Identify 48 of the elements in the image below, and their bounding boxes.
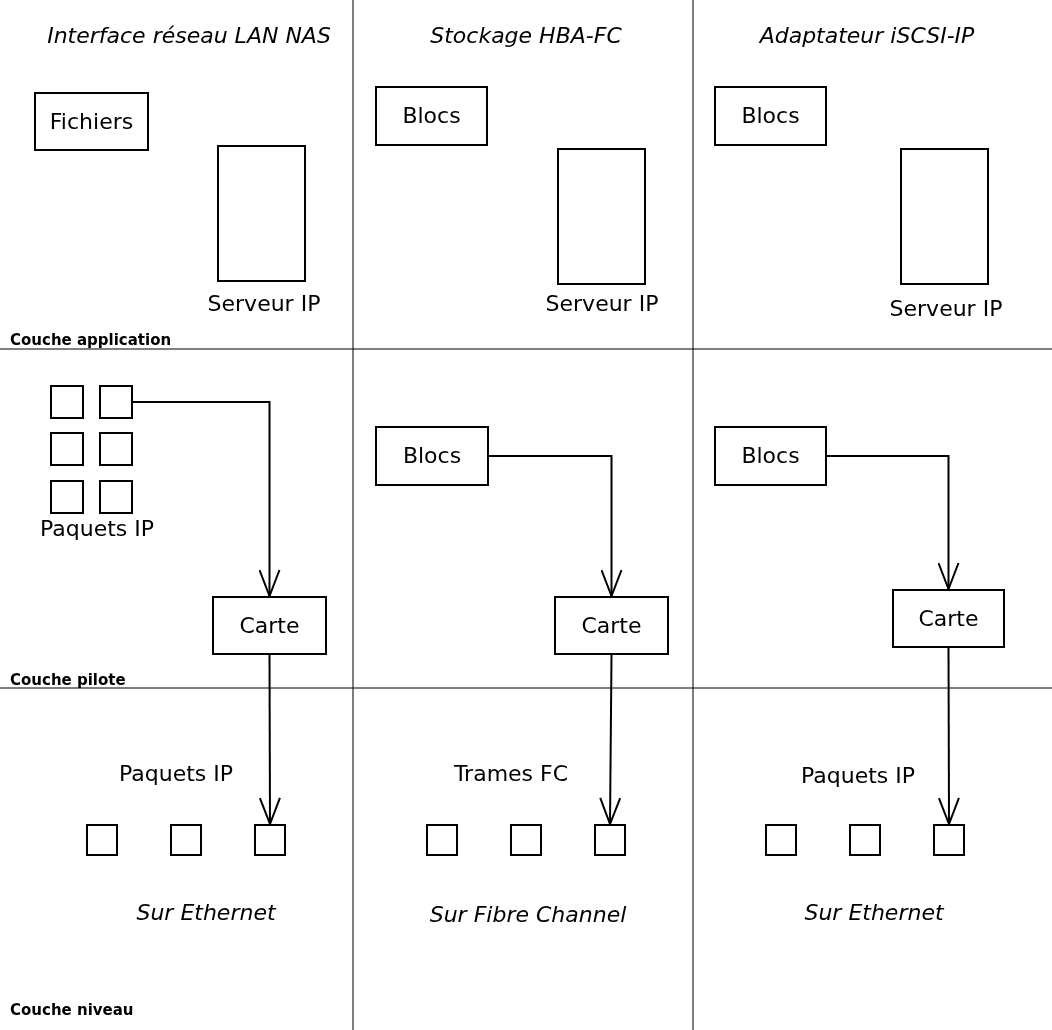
packet-square <box>99 432 133 466</box>
packet-square <box>99 385 133 419</box>
packet-square <box>99 480 133 514</box>
process-box: Blocs <box>375 86 488 146</box>
server-box <box>557 148 646 285</box>
packet-square <box>849 824 881 856</box>
layer-label: Couche niveau <box>10 1002 134 1018</box>
layer-label: Couche pilote <box>10 672 126 688</box>
server-box <box>217 145 306 282</box>
data-label: Paquets IP <box>801 762 915 790</box>
server-label: Serveur IP <box>207 290 321 318</box>
packet-square <box>50 385 84 419</box>
packet-square <box>86 824 118 856</box>
arrow <box>132 401 281 597</box>
packet-square <box>510 824 542 856</box>
server-label: Serveur IP <box>889 295 1003 323</box>
packet-square <box>594 824 626 856</box>
packet-square <box>50 432 84 466</box>
server-box <box>900 148 989 285</box>
column-title: Adaptateur iSCSI-IP <box>759 22 975 50</box>
packet-square <box>426 824 458 856</box>
column-title: Stockage HBA-FC <box>430 22 622 50</box>
process-box: Blocs <box>375 426 489 486</box>
arrow <box>826 455 960 590</box>
network-label: Sur Fibre Channel <box>429 901 627 929</box>
data-label: Paquets IP <box>119 760 233 788</box>
network-label: Sur Ethernet <box>804 899 944 927</box>
packet-square <box>765 824 797 856</box>
packet-square <box>50 480 84 514</box>
process-box: Fichiers <box>34 92 149 151</box>
arrow <box>258 654 281 825</box>
process-box: Blocs <box>714 426 827 486</box>
arrow <box>937 647 960 825</box>
process-box: Carte <box>892 589 1005 648</box>
data-label: Trames FC <box>453 760 569 788</box>
packet-square <box>254 824 286 856</box>
arrow <box>488 455 623 597</box>
data-label: Paquets IP <box>40 515 154 543</box>
packet-square <box>933 824 965 856</box>
column-title: Interface réseau LAN NAS <box>47 22 331 50</box>
layer-label: Couche application <box>10 332 172 348</box>
process-box: Blocs <box>714 86 827 146</box>
packet-square <box>170 824 202 856</box>
arrow <box>599 654 622 825</box>
server-label: Serveur IP <box>545 290 659 318</box>
network-label: Sur Ethernet <box>136 899 276 927</box>
process-box: Carte <box>212 596 327 655</box>
process-box: Carte <box>554 596 669 655</box>
